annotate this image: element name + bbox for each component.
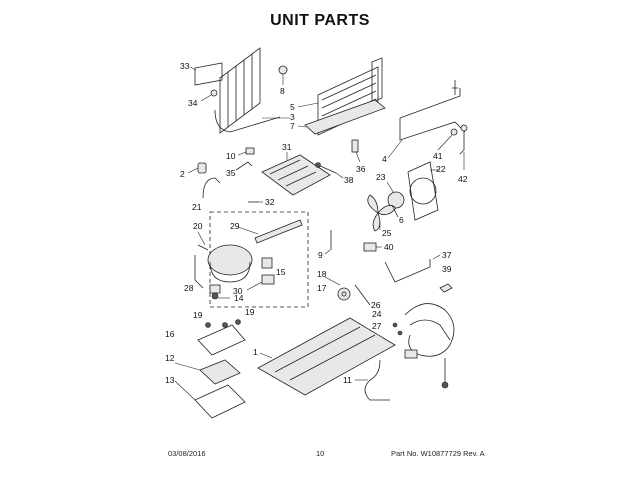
callout-20: 20 bbox=[193, 221, 203, 231]
part-31-drain-pan bbox=[261, 152, 331, 196]
part-9-screw bbox=[324, 230, 332, 255]
part-22-fan-shroud bbox=[407, 161, 440, 221]
callout-5: 5 bbox=[290, 102, 295, 112]
part-20-tube bbox=[197, 231, 209, 251]
callout-37: 37 bbox=[442, 250, 452, 260]
part-16-bracket bbox=[197, 324, 246, 356]
part-14-grommet bbox=[211, 292, 230, 300]
part-30-overload bbox=[246, 274, 275, 291]
part-37-tube bbox=[384, 254, 441, 283]
part-17-grommet bbox=[337, 287, 351, 301]
part-23-fan-motor bbox=[386, 181, 405, 209]
callout-6: 6 bbox=[399, 215, 404, 225]
callout-11: 11 bbox=[343, 375, 352, 385]
callout-19b: 19 bbox=[245, 307, 255, 317]
callout-40: 40 bbox=[384, 242, 394, 252]
callout-12: 12 bbox=[165, 353, 175, 363]
callout-18: 18 bbox=[317, 269, 327, 279]
callout-31: 31 bbox=[282, 142, 292, 152]
part-27-screws bbox=[392, 322, 403, 336]
part-7-tray bbox=[297, 99, 386, 135]
part-13-tray bbox=[174, 380, 246, 419]
callout-8: 8 bbox=[280, 86, 285, 96]
callout-13: 13 bbox=[165, 375, 175, 385]
part-3-condenser-coil bbox=[214, 47, 290, 134]
part-29-filter-drier bbox=[237, 219, 303, 244]
callout-24: 24 bbox=[372, 309, 382, 319]
callout-34: 34 bbox=[188, 98, 198, 108]
part-6-bolt bbox=[391, 204, 399, 218]
callout-39: 39 bbox=[442, 264, 452, 274]
part-25-fan-blade bbox=[367, 194, 397, 232]
callout-14: 14 bbox=[234, 293, 244, 303]
callout-25: 25 bbox=[382, 228, 392, 238]
callout-38: 38 bbox=[344, 175, 354, 185]
part-34-screw bbox=[200, 89, 218, 102]
part-compressor bbox=[207, 244, 253, 294]
callout-33: 33 bbox=[180, 61, 190, 71]
part-18-screw bbox=[324, 276, 341, 286]
part-42-sensor bbox=[459, 124, 468, 170]
callout-15: 15 bbox=[276, 267, 286, 277]
part-38-bolt bbox=[315, 162, 344, 179]
part-26-spring bbox=[354, 284, 371, 306]
callout-16: 16 bbox=[165, 329, 175, 339]
part-11-harness bbox=[355, 359, 390, 401]
footer-page-number: 10 bbox=[316, 449, 325, 458]
part-8-clip bbox=[278, 65, 288, 85]
callout-9: 9 bbox=[318, 250, 323, 260]
callout-1: 1 bbox=[253, 347, 258, 357]
callout-4: 4 bbox=[382, 154, 387, 164]
callout-19a: 19 bbox=[193, 310, 203, 320]
part-2-capacitor bbox=[187, 162, 207, 174]
part-28-tube bbox=[194, 255, 204, 289]
part-35-bracket bbox=[235, 161, 253, 171]
callout-7: 7 bbox=[290, 121, 295, 131]
callout-32: 32 bbox=[265, 197, 275, 207]
part-33-panel bbox=[189, 62, 223, 86]
page-title: UNIT PARTS bbox=[270, 12, 370, 29]
footer-date: 03/08/2016 bbox=[168, 449, 206, 458]
part-24-wire-harness bbox=[404, 303, 455, 389]
part-15-relay bbox=[261, 257, 273, 269]
callout-30: 30 bbox=[233, 286, 243, 296]
footer-part-number: Part No. W10877729 Rev. A bbox=[391, 449, 485, 458]
callout-41: 41 bbox=[433, 151, 443, 161]
part-40-block bbox=[363, 242, 382, 252]
part-19-screws bbox=[205, 319, 241, 328]
callout-29: 29 bbox=[230, 221, 240, 231]
callout-26: 26 bbox=[371, 300, 381, 310]
part-1-base bbox=[257, 317, 396, 396]
callout-36: 36 bbox=[356, 164, 366, 174]
part-41-sensor bbox=[437, 80, 458, 151]
part-21-wire bbox=[202, 177, 221, 199]
callout-27: 27 bbox=[372, 321, 382, 331]
part-39-clip bbox=[439, 283, 453, 293]
callout-28: 28 bbox=[184, 283, 194, 293]
callout-3: 3 bbox=[290, 112, 295, 122]
part-12-box bbox=[174, 359, 241, 385]
callout-42: 42 bbox=[458, 174, 468, 184]
callout-22: 22 bbox=[436, 164, 446, 174]
callout-2: 2 bbox=[180, 169, 185, 179]
callout-35: 35 bbox=[226, 168, 236, 178]
part-4-heater bbox=[387, 88, 466, 159]
part-36-valve bbox=[351, 139, 361, 163]
callout-10: 10 bbox=[226, 151, 236, 161]
callout-17: 17 bbox=[317, 283, 327, 293]
part-10-connector bbox=[237, 147, 255, 156]
callout-23: 23 bbox=[376, 172, 386, 182]
callout-21: 21 bbox=[192, 202, 202, 212]
